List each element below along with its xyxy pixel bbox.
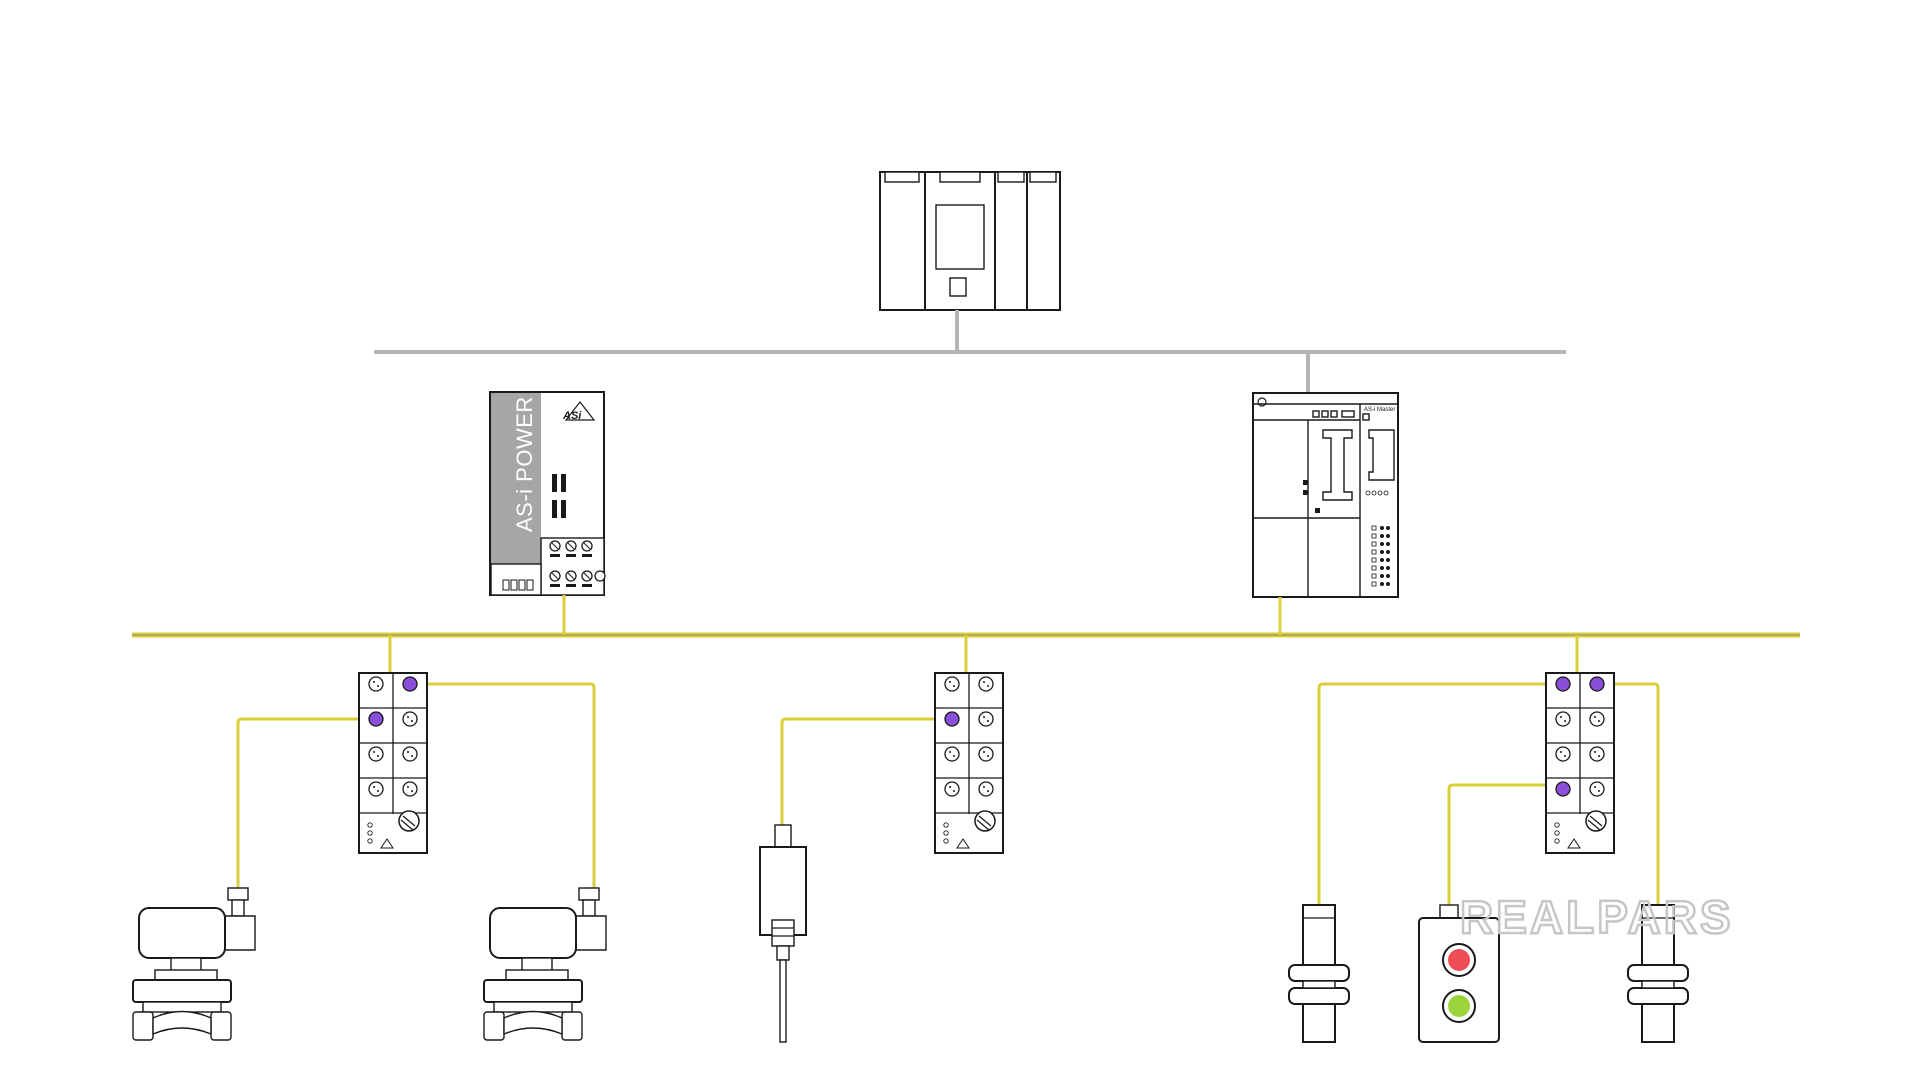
port-icon xyxy=(368,781,384,797)
io-modules xyxy=(358,672,1615,854)
port-icon xyxy=(1555,746,1571,762)
port-active-icon xyxy=(944,711,960,727)
port-icon xyxy=(402,711,418,727)
green-indicator-icon xyxy=(1448,995,1470,1017)
io-module-icon xyxy=(358,672,428,854)
port-icon xyxy=(1589,711,1605,727)
io-module-icon xyxy=(1545,672,1615,854)
port-active-icon xyxy=(1555,676,1571,692)
port-icon xyxy=(944,746,960,762)
asi-bus xyxy=(132,595,1800,673)
solenoid-valves xyxy=(132,887,607,1041)
port-icon xyxy=(368,746,384,762)
field-cables xyxy=(236,682,1660,905)
port-icon xyxy=(402,746,418,762)
svg-text:ASi: ASi xyxy=(562,410,582,422)
proximity-sensors xyxy=(1288,904,1689,1043)
port-active-icon xyxy=(1555,781,1571,797)
port-icon xyxy=(978,676,994,692)
port-icon xyxy=(1589,746,1605,762)
port-active-icon xyxy=(368,711,384,727)
port-icon xyxy=(1589,781,1605,797)
port-active-icon xyxy=(402,676,418,692)
port-icon xyxy=(944,676,960,692)
asi-logo-icon: ASi xyxy=(562,401,596,422)
push-button-station-icon xyxy=(1418,904,1500,1043)
port-icon xyxy=(402,781,418,797)
power-side-panel xyxy=(491,393,541,564)
watermark-logo: REALPARS xyxy=(1460,891,1734,943)
port-icon xyxy=(944,781,960,797)
proximity-sensor-icon xyxy=(1627,904,1689,1043)
pressure-transmitter-icon xyxy=(759,824,807,1043)
proximity-sensor-icon xyxy=(1288,904,1350,1043)
port-icon xyxy=(978,711,994,727)
port-icon xyxy=(978,746,994,762)
power-supply-label: AS-i POWER xyxy=(512,396,537,532)
upper-network-line xyxy=(374,310,1566,393)
master-label: AS-i Master xyxy=(1364,407,1395,413)
solenoid-valve-icon xyxy=(483,887,607,1041)
port-icon xyxy=(368,676,384,692)
io-module-icon xyxy=(934,672,1004,854)
power-supply-icon: AS-i POWER ASi xyxy=(489,391,606,596)
port-icon xyxy=(978,781,994,797)
port-icon xyxy=(1555,711,1571,727)
port-active-icon xyxy=(1589,676,1605,692)
asi-master-icon: AS-i Master xyxy=(1252,392,1399,598)
plc-icon xyxy=(879,171,1061,311)
solenoid-valve-icon xyxy=(132,887,256,1041)
red-indicator-icon xyxy=(1448,949,1470,971)
